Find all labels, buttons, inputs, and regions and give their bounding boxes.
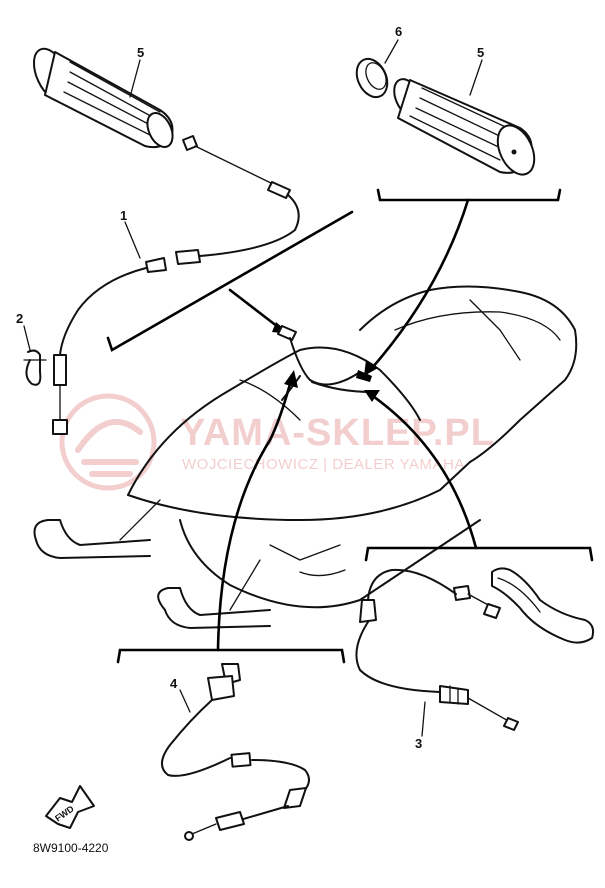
pointer-arrowhead-stop [284, 370, 298, 388]
leader-3 [421, 701, 426, 737]
brake-lever [491, 567, 595, 644]
callout-6: 6 [395, 24, 402, 39]
watermark-title: YAMA-SKLEP.PL [180, 412, 495, 454]
pointer-arrow-throttle [228, 288, 284, 332]
section-bracket-top-left [106, 210, 354, 352]
leader-6 [384, 39, 399, 64]
pointer-arrow-brake [368, 392, 478, 550]
watermark: YAMA-SKLEP.PL WOJCIECHOWICZ | DEALER YAM… [59, 393, 495, 491]
pointer-arrow-stop [216, 382, 292, 652]
forward-arrow: FWD [45, 785, 95, 829]
stop-switch-cable [161, 663, 310, 841]
section-bracket-bottom-left [116, 648, 346, 664]
callout-2: 2 [16, 311, 23, 326]
leader-5b [469, 59, 483, 96]
handlebar-assembly [277, 325, 373, 401]
pointer-arrowhead-brake [364, 390, 380, 402]
leader-2 [23, 325, 31, 351]
throttle-cable [52, 135, 300, 435]
callout-3: 3 [415, 736, 422, 751]
pointer-arrow-grip [370, 198, 470, 370]
callout-4: 4 [170, 676, 178, 691]
section-bracket-top-right [376, 188, 562, 202]
watermark-subtitle: WOJCIECHOWICZ | DEALER YAMAHA [182, 456, 465, 473]
pointer-arrowhead-grip [364, 360, 378, 376]
handlebar-grip-left [32, 47, 174, 149]
snowmobile-outline [33, 285, 578, 629]
brake-cable [355, 568, 519, 731]
leader-4 [179, 689, 191, 713]
drawing-code: 8W9100-4220 [33, 841, 109, 855]
handlebar-grip-right [393, 78, 536, 176]
callout-5-right: 5 [477, 45, 484, 60]
grip-collar [355, 57, 389, 99]
section-bracket-bottom-right [364, 546, 594, 562]
cable-clip [23, 349, 47, 386]
callout-5-left: 5 [137, 45, 144, 60]
callout-1: 1 [120, 208, 127, 223]
leader-1 [124, 221, 141, 259]
leader-5a [129, 59, 141, 98]
